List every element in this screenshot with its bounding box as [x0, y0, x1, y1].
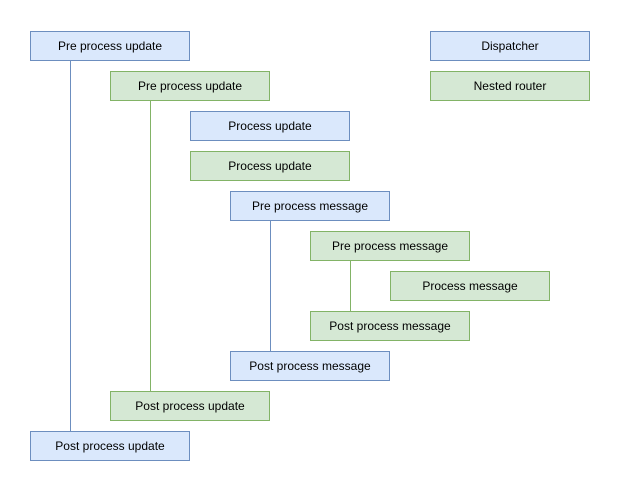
- node-pre-process-message-nested-router: Pre process message: [310, 231, 470, 261]
- node-post-process-message-dispatcher: Post process message: [230, 351, 390, 381]
- node-post-process-message-nested-router: Post process message: [310, 311, 470, 341]
- node-dispatcher-legend: Dispatcher: [430, 31, 590, 61]
- node-pre-process-update-dispatcher: Pre process update: [30, 31, 190, 61]
- connector-pre-post-process-message-nested: [350, 261, 351, 311]
- node-post-process-update-dispatcher: Post process update: [30, 431, 190, 461]
- node-nested-router-legend: Nested router: [430, 71, 590, 101]
- connector-pre-post-process-update-nested: [150, 101, 151, 391]
- node-process-update-nested-router: Process update: [190, 151, 350, 181]
- node-post-process-update-nested-router: Post process update: [110, 391, 270, 421]
- connector-pre-post-process-update-outer: [70, 61, 71, 431]
- node-pre-process-update-nested-router: Pre process update: [110, 71, 270, 101]
- node-process-update-dispatcher: Process update: [190, 111, 350, 141]
- node-pre-process-message-dispatcher: Pre process message: [230, 191, 390, 221]
- node-process-message-nested-router: Process message: [390, 271, 550, 301]
- connector-pre-post-process-message-outer: [270, 221, 271, 351]
